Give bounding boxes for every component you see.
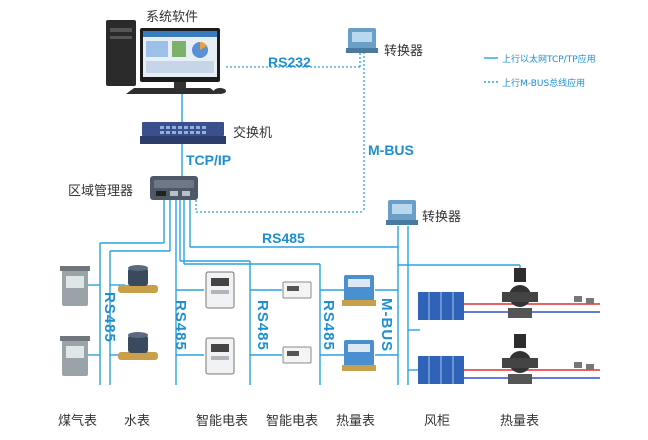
water-meter-label: 水表: [124, 414, 151, 429]
water-meter-icon: [118, 265, 158, 293]
software-label: 系统软件: [146, 10, 199, 25]
dotted-connections: [195, 50, 365, 213]
heat-meter-icon: [342, 340, 376, 371]
converter-top-icon: [346, 28, 378, 53]
fan-cabinet-icon: [418, 292, 464, 320]
solid-connections: [88, 92, 521, 385]
converter-mid-label: 转换器: [422, 210, 462, 225]
rs485-horizontal-label: RS485: [262, 230, 305, 246]
converter-mid-icon: [386, 200, 418, 225]
legend-dotted-text: 上行M-BUS总线应用: [502, 79, 586, 89]
rs485-vertical-label: RS485: [320, 300, 337, 351]
smart-meter-label: 智能电表: [196, 414, 249, 429]
mbus-vertical-label: M-BUS: [378, 298, 395, 353]
water-meter-icon: [118, 332, 158, 360]
din-rail-meter-icon: [282, 281, 312, 299]
smart-meter-icon: [205, 271, 235, 309]
converter-top-label: 转换器: [384, 44, 424, 59]
computer-icon: [106, 20, 226, 94]
heat-meter-icon: [342, 275, 376, 306]
gas-meter-icon: [60, 266, 90, 306]
switch-label: 交换机: [233, 126, 273, 141]
heat-meter-valve-icon: [502, 268, 594, 318]
heat-meter-label: 热量表: [500, 414, 540, 429]
heat-meter-valve-icon: [502, 334, 594, 384]
fan-cabinet-icon: [418, 356, 464, 384]
legend-solid-text: 上行以太网TCP/TP应用: [502, 55, 596, 65]
gas-meter-icon: [60, 336, 90, 376]
area-manager-label: 区域管理器: [68, 184, 134, 199]
area-manager-icon: [150, 176, 198, 200]
gas-meter-label: 煤气表: [58, 414, 98, 429]
heat-meter-label: 热量表: [336, 414, 376, 429]
tcpip-label: TCP/IP: [186, 152, 232, 168]
rs232-label: RS232: [268, 54, 311, 70]
smart-meter-label: 智能电表: [266, 414, 319, 429]
network-switch-icon: [140, 122, 226, 144]
mbus-label: M-BUS: [368, 142, 414, 158]
smart-meter-icon: [205, 337, 235, 375]
rs485-vertical-label: RS485: [172, 300, 189, 351]
rs485-vertical-label: RS485: [254, 300, 271, 351]
fan-cabinet-label: 风柜: [424, 414, 451, 429]
rs485-vertical-label: RS485: [101, 292, 118, 343]
din-rail-meter-icon: [282, 346, 312, 364]
